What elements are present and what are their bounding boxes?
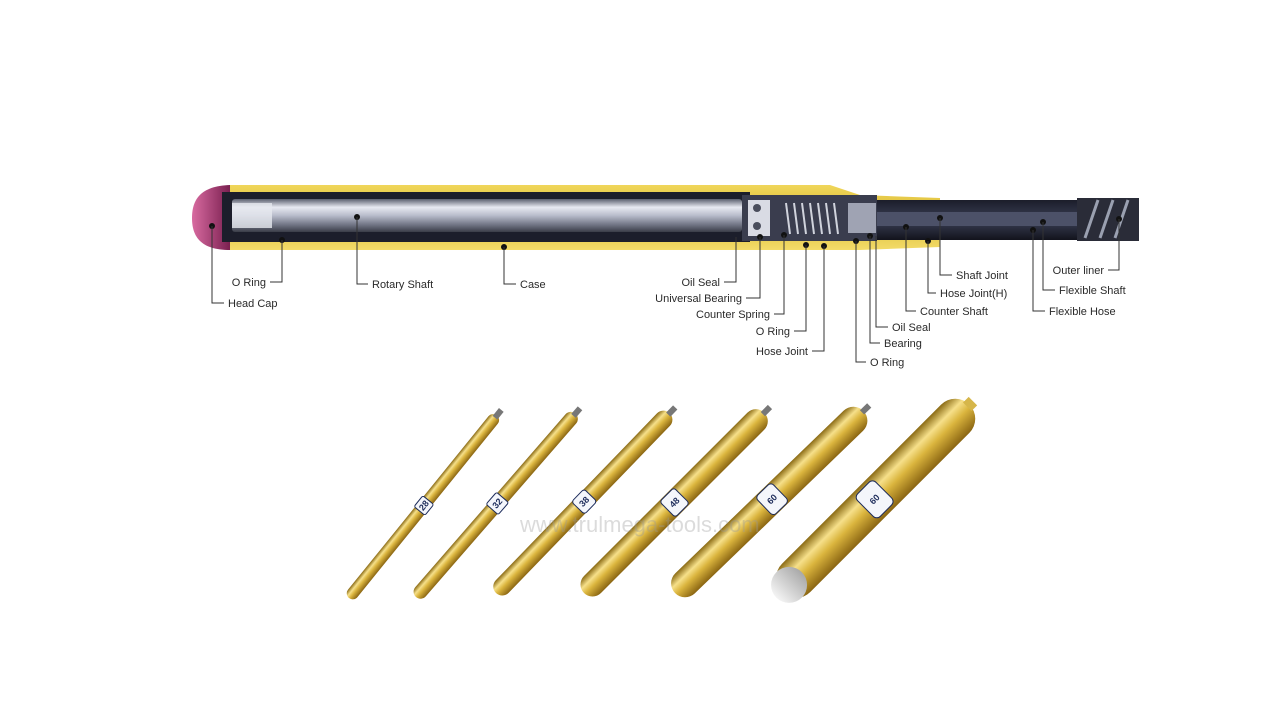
label-oil-seal-2: Oil Seal [892,322,931,334]
poker-rod-4: 48 [580,404,773,597]
label-flexible-shaft: Flexible Shaft [1059,285,1126,297]
poker-rod-5: 60 [671,403,872,598]
product-lineup: 28 32 38 48 60 [346,396,978,603]
label-hose-joint-h: Hose Joint(H) [940,288,1007,300]
poker-rod-1: 28 [346,408,504,600]
rotary-shaft-shape [232,199,742,232]
label-counter-spring: Counter Spring [696,309,770,321]
label-shaft-joint: Shaft Joint [956,270,1008,282]
counter-spring-shape [785,202,839,235]
label-flexible-hose: Flexible Hose [1049,306,1116,318]
label-universal-bearing: Universal Bearing [655,293,742,305]
size-badge-1: 28 [417,498,431,512]
label-counter-shaft: Counter Shaft [920,306,988,318]
cross-section [192,185,1139,250]
label-case: Case [520,279,546,291]
label-o-ring-2: O Ring [756,326,790,338]
head-cap-shape [192,185,230,250]
watermark: www.trulmega-tools.com [519,512,760,537]
poker-rod-3: 38 [493,405,678,596]
label-head-cap: Head Cap [228,298,278,310]
label-outer-liner: Outer liner [1053,265,1105,277]
size-badge-2: 32 [490,496,504,510]
label-o-ring-1: O Ring [232,277,266,289]
label-rotary-shaft: Rotary Shaft [372,279,433,291]
poker-rod-6: 60 [771,396,978,603]
leader-lines [211,217,1120,363]
label-bearing: Bearing [884,338,922,350]
label-oil-seal-1: Oil Seal [681,277,720,289]
label-o-ring-3: O Ring [870,357,904,369]
poker-rod-2: 32 [413,406,583,599]
label-hose-joint: Hose Joint [756,346,808,358]
part-labels: O Ring Head Cap Rotary Shaft Case Oil Se… [228,265,1126,369]
